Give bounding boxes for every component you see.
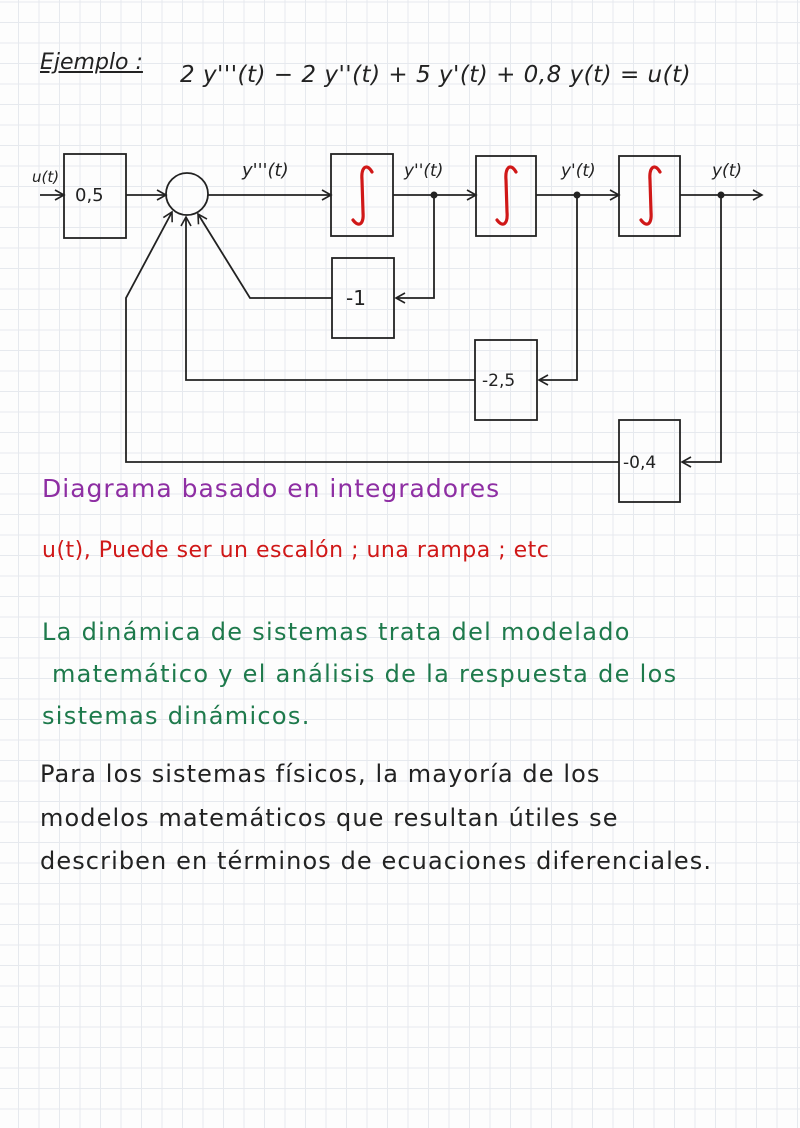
block-diagram: u(t) 0,5 y'''(t) y''(t) y'(t) y(t) -1 -2… xyxy=(32,153,764,503)
integrator-block-3 xyxy=(618,155,681,237)
input-note: u(t), Puede ser un escalón ; una rampa ;… xyxy=(42,538,550,563)
definition-line-3: sistemas dinámicos. xyxy=(42,702,311,730)
feedback-gain-value-3: -0,4 xyxy=(623,453,656,473)
feedback-path-1 xyxy=(394,195,435,304)
pickoff-point-1 xyxy=(430,191,438,199)
signal-label-dd: y''(t) xyxy=(403,161,443,181)
definition-line-1: La dinámica de sistemas trata del modela… xyxy=(42,618,631,646)
output-signal-label: y(t) xyxy=(711,161,742,181)
integral-symbol-3 xyxy=(639,165,662,226)
feedback-return-2 xyxy=(180,215,475,381)
input-gain-value: 0,5 xyxy=(75,185,104,206)
feedback-gain-block-3 xyxy=(618,419,681,503)
integrator-block-2 xyxy=(475,155,537,237)
diagram-caption: Diagrama basado en integradores xyxy=(42,474,501,503)
signal-label-ddd: y'''(t) xyxy=(241,160,289,181)
models-line-3: describen en términos de ecuaciones dife… xyxy=(40,847,713,875)
pickoff-point-2 xyxy=(573,191,581,199)
differential-equation: 2 y'''(t) − 2 y''(t) + 5 y'(t) + 0,8 y(t… xyxy=(180,62,692,88)
signal-label-d: y'(t) xyxy=(560,161,596,181)
pickoff-point-3 xyxy=(717,191,725,199)
feedback-gain-value-1: -1 xyxy=(346,286,366,310)
summing-junction xyxy=(165,172,209,216)
feedback-return-1 xyxy=(197,212,332,299)
feedback-return-3 xyxy=(125,210,619,463)
input-signal-label: u(t) xyxy=(32,168,59,186)
integral-symbol-2 xyxy=(495,165,518,226)
definition-line-2: matemático y el análisis de la respuesta… xyxy=(52,660,678,688)
feedback-path-3 xyxy=(680,195,722,468)
integral-symbol-1 xyxy=(351,165,374,226)
models-line-1: Para los sistemas físicos, la mayoría de… xyxy=(40,760,601,788)
input-gain-block xyxy=(63,153,127,239)
models-line-2: modelos matemáticos que resultan útiles … xyxy=(40,804,619,832)
feedback-gain-value-2: -2,5 xyxy=(482,371,515,391)
feedback-path-2 xyxy=(537,195,578,386)
example-heading: Ejemplo : xyxy=(40,50,143,75)
